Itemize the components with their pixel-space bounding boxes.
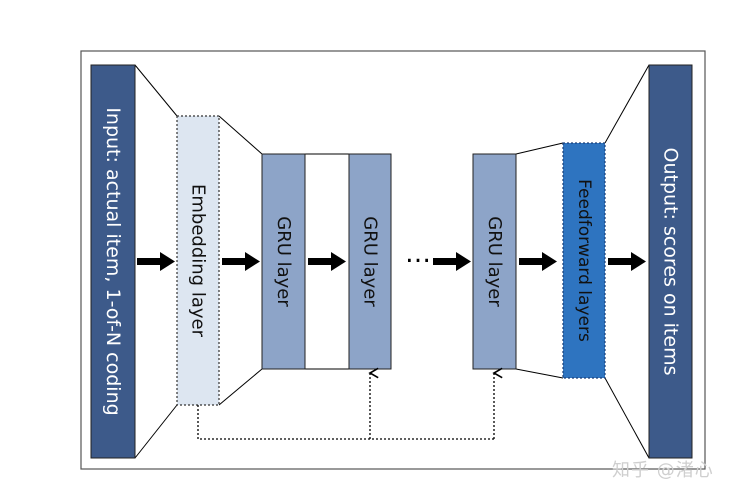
watermark-text: 知乎 @渚心	[612, 460, 714, 481]
embedding-layer-label: Embedding layer	[188, 184, 209, 338]
arrow-right-icon	[222, 252, 260, 271]
gru-layer-1-label: GRU layer	[273, 216, 294, 307]
connector-lines	[134, 64, 650, 459]
forward-arrows	[137, 252, 646, 271]
feedforward-layers-block: Feedforward layers	[562, 142, 606, 379]
input-label: Input: actual item, 1-of-N coding	[102, 107, 124, 415]
skip-connections	[197, 367, 503, 440]
gru-layer-2-label: GRU layer	[360, 216, 381, 307]
arrow-right-icon	[308, 252, 346, 271]
arrow-right-icon	[433, 252, 471, 271]
arrow-right-icon	[608, 252, 646, 271]
output-label: Output: scores on items	[660, 148, 682, 376]
output-block: Output: scores on items	[648, 64, 693, 459]
gru-layer-n-block: GRU layer	[472, 153, 517, 370]
arrow-right-icon	[137, 252, 175, 271]
feedforward-layers-label: Feedforward layers	[574, 179, 594, 342]
gru-layer-n-label: GRU layer	[484, 216, 505, 307]
embedding-layer-block: Embedding layer	[176, 115, 220, 406]
ellipsis-label: …	[405, 239, 431, 269]
arrow-right-icon	[519, 252, 557, 271]
input-block: Input: actual item, 1-of-N coding	[90, 64, 136, 459]
gru-layer-1-block: GRU layer	[261, 153, 306, 370]
gru-layer-2-block: GRU layer	[348, 153, 392, 370]
